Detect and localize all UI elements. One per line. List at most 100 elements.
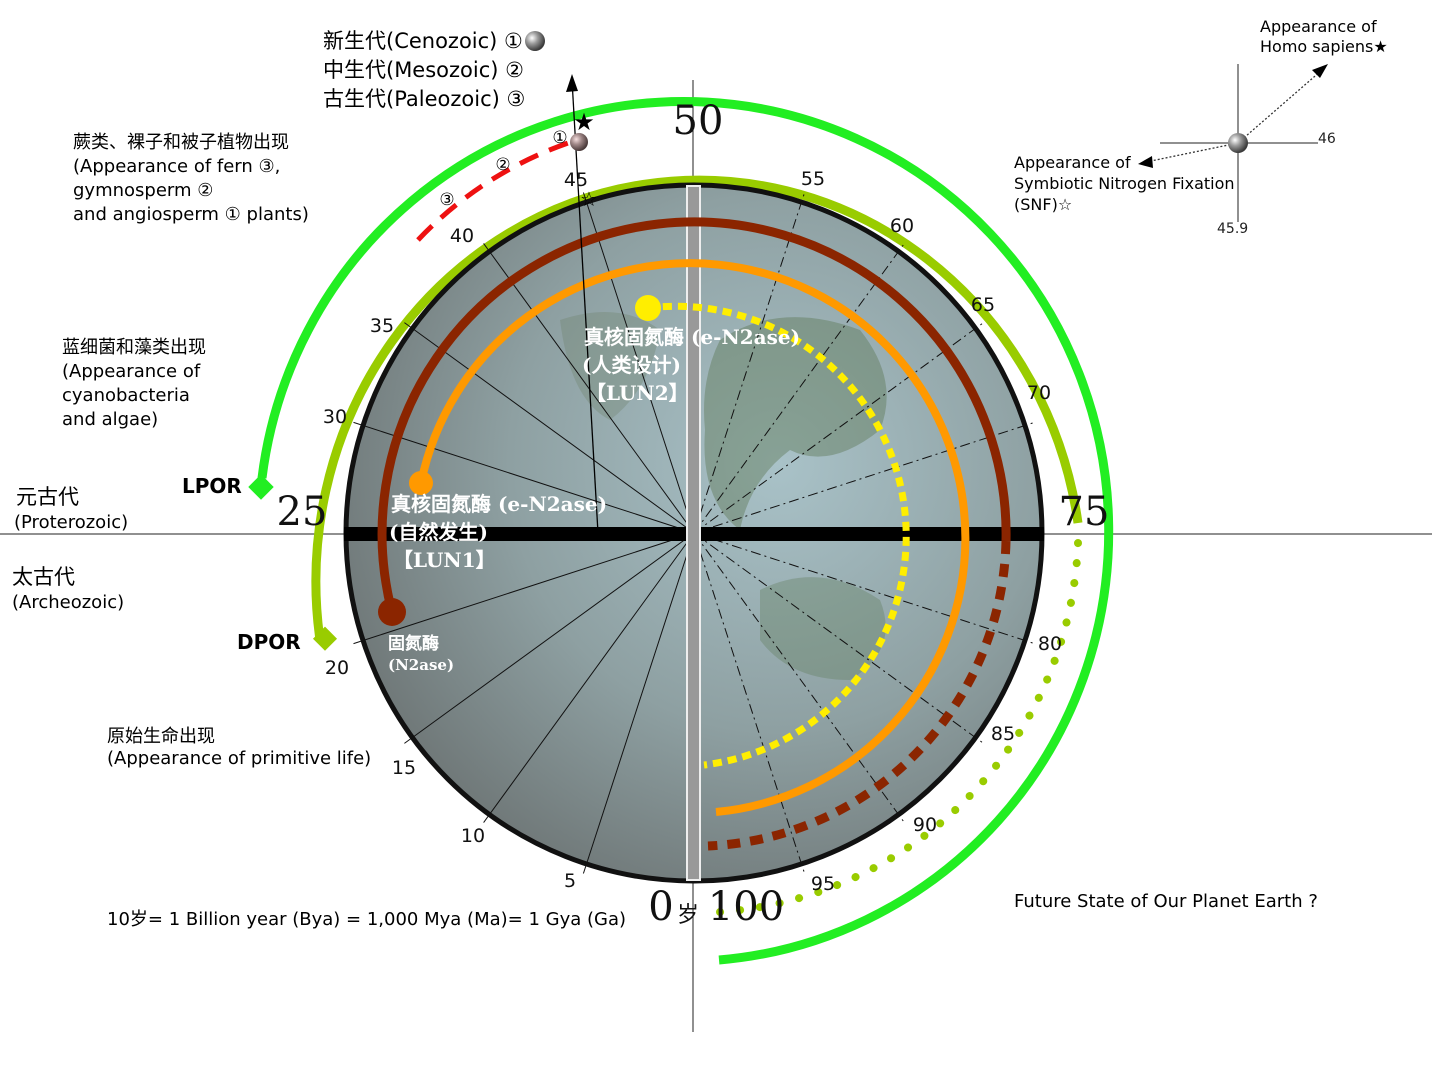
n2ase-label: 固氮酶 (N2ase) (388, 633, 454, 674)
svg-text:cyanobacteria: cyanobacteria (62, 385, 190, 406)
svg-text:(Appearance of primitive life): (Appearance of primitive life) (107, 748, 371, 769)
svg-text:gymnosperm ②: gymnosperm ② (73, 180, 213, 201)
svg-text:(Appearance of: (Appearance of (62, 361, 201, 382)
inset-snf-line1: Appearance of (1014, 153, 1131, 172)
radial-line-35 (404, 322, 695, 534)
plant-marker-2: ② (495, 155, 510, 175)
inset-value-459: 45.9 (1217, 221, 1248, 237)
dpor-marker (312, 626, 338, 651)
lun1-arc (417, 259, 970, 816)
plants-dashed-arc (416, 140, 569, 242)
radial-line-20 (353, 532, 695, 645)
era-proterozoic-cn: 元古代 (16, 485, 79, 509)
scale-tick-labels: 5 10 15 20 30 35 40 45 55 60 65 70 80 85… (323, 168, 1062, 895)
era-pointer-line (571, 79, 599, 534)
land-mass-australia (760, 577, 886, 680)
inset-homo-arrowhead (1312, 64, 1328, 78)
tick-80: 80 (1038, 633, 1062, 655)
homo-sapiens-star: ★ (573, 108, 595, 136)
n2ase-start-dot (378, 598, 406, 626)
land-mass-europe (560, 312, 660, 420)
tick-70: 70 (1027, 382, 1051, 404)
era-archeozoic-en: (Archeozoic) (12, 592, 124, 613)
tick-85: 85 (991, 723, 1015, 745)
cenozoic-ball-icon (525, 31, 545, 51)
plants-event-label: 蕨类、裸子和被子植物出现 (Appearance of fern ③, gymn… (73, 132, 309, 225)
n2ase-future-arc (707, 540, 1011, 851)
plant-marker-1: ① (552, 128, 567, 148)
tick-55: 55 (801, 168, 825, 190)
inset-homo-line2: Homo sapiens★ (1260, 37, 1388, 56)
lun1-start-dot (409, 471, 433, 495)
tick-30: 30 (323, 406, 347, 428)
inset-snf-arrowhead (1138, 156, 1153, 168)
svg-text:and algae): and algae) (62, 409, 158, 430)
svg-text:蓝细菌和藻类出现: 蓝细菌和藻类出现 (62, 337, 206, 358)
scale-0: 0 (648, 884, 673, 930)
tick-65: 65 (971, 294, 995, 316)
scale-50: 50 (673, 98, 724, 144)
primitive-life-event-label: 原始生命出现 (Appearance of primitive life) (107, 726, 371, 769)
radial-line-45 (582, 192, 695, 534)
svg-text:(Appearance of fern ③,: (Appearance of fern ③, (73, 156, 280, 177)
future-state-question: Future State of Our Planet Earth ? (1014, 891, 1318, 912)
inset-value-46: 46 (1318, 131, 1336, 147)
tick-95: 95 (811, 873, 835, 895)
inset-homo-pointer (1237, 69, 1323, 144)
scale-100: 100 (708, 884, 784, 930)
tick-90: 90 (913, 814, 937, 836)
outer-green-arc (257, 97, 1114, 965)
svg-text:【LUN1】: 【LUN1】 (393, 548, 496, 572)
inset-homo-line1: Appearance of (1260, 17, 1377, 36)
n2ase-arc (377, 217, 1011, 614)
radial-line-40 (483, 243, 695, 534)
svg-text:真核固氮酶 (e-N2ase): 真核固氮酶 (e-N2ase) (391, 492, 607, 516)
svg-text:(自然发生): (自然发生) (389, 520, 488, 544)
cyanobacteria-event-label: 蓝细菌和藻类出现 (Appearance of cyanobacteria an… (62, 337, 206, 430)
snf-star: ☆ (580, 187, 598, 211)
radial-line-15 (404, 532, 695, 744)
lun1-label: 真核固氮酶 (e-N2ase) (自然发生) 【LUN1】 (389, 492, 607, 572)
era-mesozoic: 中生代(Mesozoic) ② (323, 58, 524, 82)
era-archeozoic-cn: 太古代 (12, 565, 75, 589)
era-proterozoic-en: (Proterozoic) (14, 512, 128, 533)
svg-text:蕨类、裸子和被子植物出现: 蕨类、裸子和被子植物出现 (73, 132, 289, 153)
scale-75: 75 (1059, 489, 1110, 535)
radial-line-10 (483, 532, 695, 823)
lun2-start-dot (635, 295, 661, 321)
tick-40: 40 (450, 225, 474, 247)
lpor-marker (248, 474, 274, 500)
radial-scale-lines (353, 192, 1035, 874)
svg-text:(人类设计): (人类设计) (582, 353, 681, 377)
inset-ball-icon (1228, 133, 1248, 153)
radial-line-5 (582, 532, 695, 874)
future-dotted-arc (716, 539, 1082, 916)
tick-45: 45 (564, 169, 588, 191)
inset-diagram: Appearance of Homo sapiens★ Appearance o… (1014, 17, 1388, 237)
radial-line-30 (353, 421, 695, 534)
tick-60: 60 (890, 215, 914, 237)
era-paleozoic: 古生代(Paleozoic) ③ (323, 87, 525, 111)
cenozoic-ball-on-scale (570, 133, 588, 151)
tick-15: 15 (392, 757, 416, 779)
mid-yellowgreen-arc (311, 175, 1083, 641)
inset-snf-line2: Symbiotic Nitrogen Fixation (1014, 174, 1235, 193)
lun2-label: 真核固氮酶 (e-N2ase) (人类设计) 【LUN2】 (582, 325, 800, 405)
inset-snf-line3: (SNF)☆ (1014, 195, 1072, 214)
svg-text:【LUN2】: 【LUN2】 (586, 381, 689, 405)
svg-text:原始生命出现: 原始生命出现 (107, 726, 215, 747)
vertical-divider-bar (686, 185, 701, 881)
tick-20: 20 (325, 657, 349, 679)
svg-text:固氮酶: 固氮酶 (388, 633, 439, 654)
scale-note: 10岁= 1 Billion year (Bya) = 1,000 Mya (M… (107, 909, 626, 930)
svg-text:(N2ase): (N2ase) (388, 656, 454, 674)
lpor-label: LPOR (182, 474, 242, 498)
dpor-label: DPOR (237, 630, 301, 654)
era-pointer-arrowhead (566, 74, 578, 92)
land-mass-asia (704, 317, 887, 530)
era-cenozoic: 新生代(Cenozoic) ① (323, 29, 523, 53)
tick-5: 5 (564, 870, 576, 892)
lun2-arc (647, 302, 910, 769)
